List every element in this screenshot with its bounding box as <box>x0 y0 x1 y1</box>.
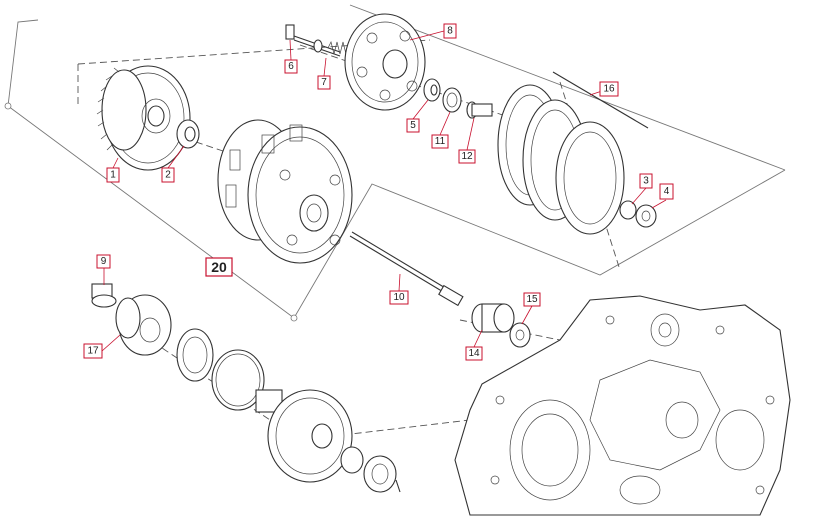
callout-10: 10 <box>389 290 409 305</box>
callout-6-label: 6 <box>288 61 294 72</box>
release-bearing-set <box>423 78 493 119</box>
callout-16-label: 16 <box>603 84 615 95</box>
clutch-nut-washer <box>619 200 657 228</box>
pressure-plate <box>344 13 426 111</box>
leader-lines <box>101 30 667 352</box>
callout-14: 14 <box>465 346 483 361</box>
clutch-plates <box>497 71 649 235</box>
primary-drive-assembly <box>176 328 401 493</box>
callout-7-label: 7 <box>321 77 327 88</box>
callout-4: 4 <box>659 183 674 200</box>
callout-20-label: 20 <box>211 259 227 275</box>
callout-14-label: 14 <box>468 348 480 359</box>
clutch-housing <box>217 119 353 264</box>
callout-15: 15 <box>523 292 541 307</box>
engine-crankcase <box>454 295 791 516</box>
callout-12: 12 <box>458 149 476 164</box>
callout-3: 3 <box>639 173 653 189</box>
callout-5-label: 5 <box>410 120 416 131</box>
callout-17: 17 <box>83 343 103 359</box>
callout-9: 9 <box>96 254 111 269</box>
callout-10-label: 10 <box>393 292 405 303</box>
bolt-and-spring <box>285 24 347 57</box>
callout-1: 1 <box>106 167 120 183</box>
kickstart-gear <box>91 283 172 356</box>
callout-16: 16 <box>599 81 619 97</box>
callout-11-label: 11 <box>435 136 446 147</box>
callout-9-label: 9 <box>101 256 107 267</box>
callout-20: 20 <box>205 257 233 277</box>
callout-5: 5 <box>406 118 420 133</box>
callout-15-label: 15 <box>526 294 538 305</box>
callout-8-label: 8 <box>447 26 453 37</box>
callout-12-label: 12 <box>461 151 473 162</box>
long-pushrod <box>349 231 464 307</box>
callout-4-label: 4 <box>664 186 670 197</box>
callout-3-label: 3 <box>643 176 649 187</box>
primary-driven-gear <box>96 65 191 171</box>
bushing-and-seal <box>471 303 531 348</box>
callout-2: 2 <box>161 167 175 183</box>
callout-7: 7 <box>317 75 331 90</box>
callout-8: 8 <box>443 23 457 39</box>
callout-11: 11 <box>431 134 449 149</box>
thrust-washer <box>176 119 200 149</box>
callout-17-label: 17 <box>87 346 99 357</box>
callout-1-label: 1 <box>110 170 116 181</box>
callout-2-label: 2 <box>165 170 171 181</box>
callout-6: 6 <box>284 59 298 74</box>
